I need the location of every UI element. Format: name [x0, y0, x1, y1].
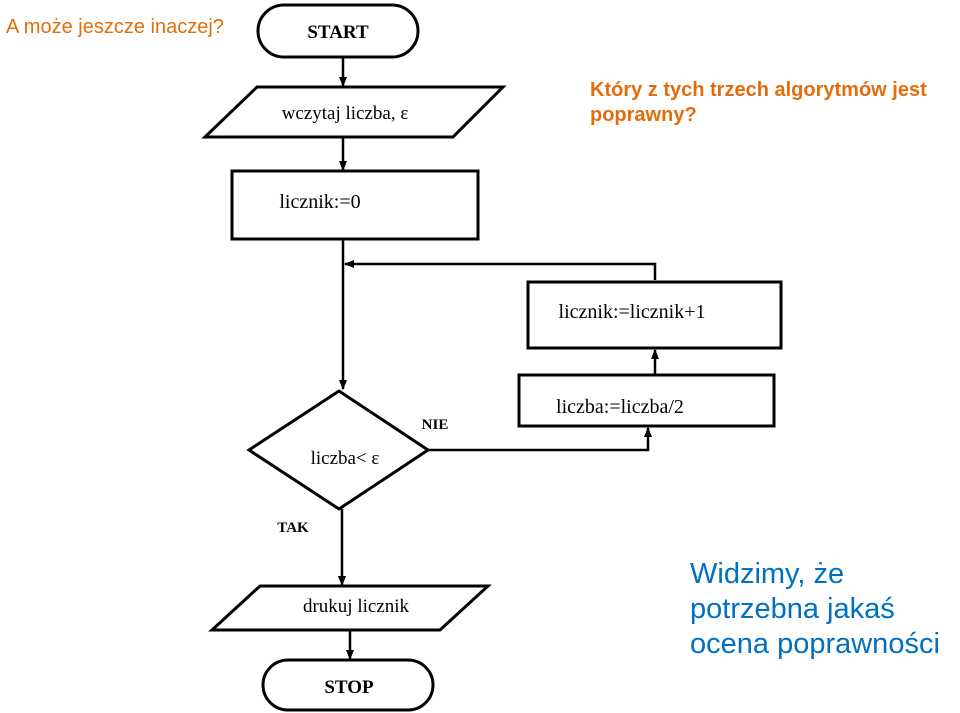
input-parallelogram [201, 85, 507, 139]
loop-back-connector [344, 260, 657, 280]
init-process [230, 169, 480, 241]
halve-label: liczba:=liczba/2 [556, 396, 684, 418]
halve-process [517, 373, 776, 428]
output-label: drukuj licznik [303, 596, 410, 617]
increment-process [526, 280, 783, 350]
condition-diamond [246, 389, 431, 511]
start-terminator [256, 3, 420, 59]
condition-label: liczba< ε [311, 448, 380, 469]
stop-label: STOP [324, 677, 374, 698]
no-label: NIE [422, 417, 449, 433]
question-text: Który z tych trzech algorytmów jest popr… [590, 79, 927, 126]
yes-label: TAK [277, 520, 309, 536]
output-parallelogram [208, 584, 492, 632]
slide-title: A może jeszcze inaczej? [6, 16, 224, 38]
init-label: licznik:=0 [279, 191, 360, 213]
increment-label: licznik:=licznik+1 [559, 301, 706, 323]
connector-no-branch [428, 427, 652, 452]
conclusion-text: Widzimy, że potrzebna jakaś ocena popraw… [690, 558, 940, 660]
input-label: wczytaj liczba, ε [282, 103, 409, 124]
start-label: START [307, 22, 369, 43]
stop-terminator [261, 658, 435, 712]
